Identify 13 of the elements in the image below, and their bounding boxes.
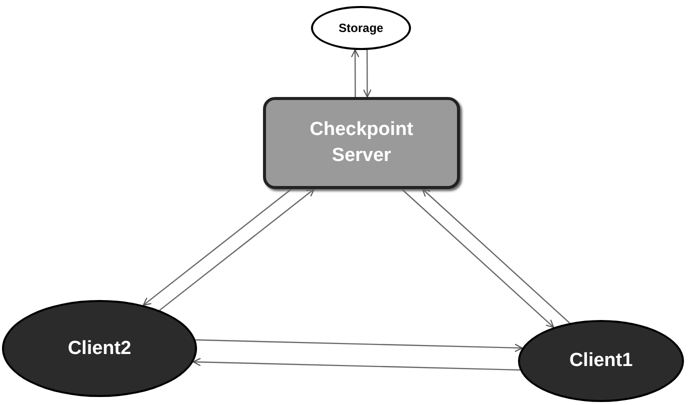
server-box bbox=[263, 97, 460, 189]
node-label: Client1 bbox=[568, 349, 634, 374]
node-label: Storage bbox=[338, 20, 384, 36]
arrow bbox=[422, 188, 570, 324]
arrow bbox=[195, 339, 523, 352]
arrow bbox=[142, 188, 292, 306]
arrow bbox=[401, 188, 554, 328]
node-label: Checkpoint Server bbox=[308, 118, 414, 168]
arrow bbox=[159, 188, 315, 311]
node-label: Client2 bbox=[66, 336, 132, 361]
arrow bbox=[363, 50, 372, 98]
arrow bbox=[350, 49, 360, 97]
arrow bbox=[192, 358, 520, 371]
